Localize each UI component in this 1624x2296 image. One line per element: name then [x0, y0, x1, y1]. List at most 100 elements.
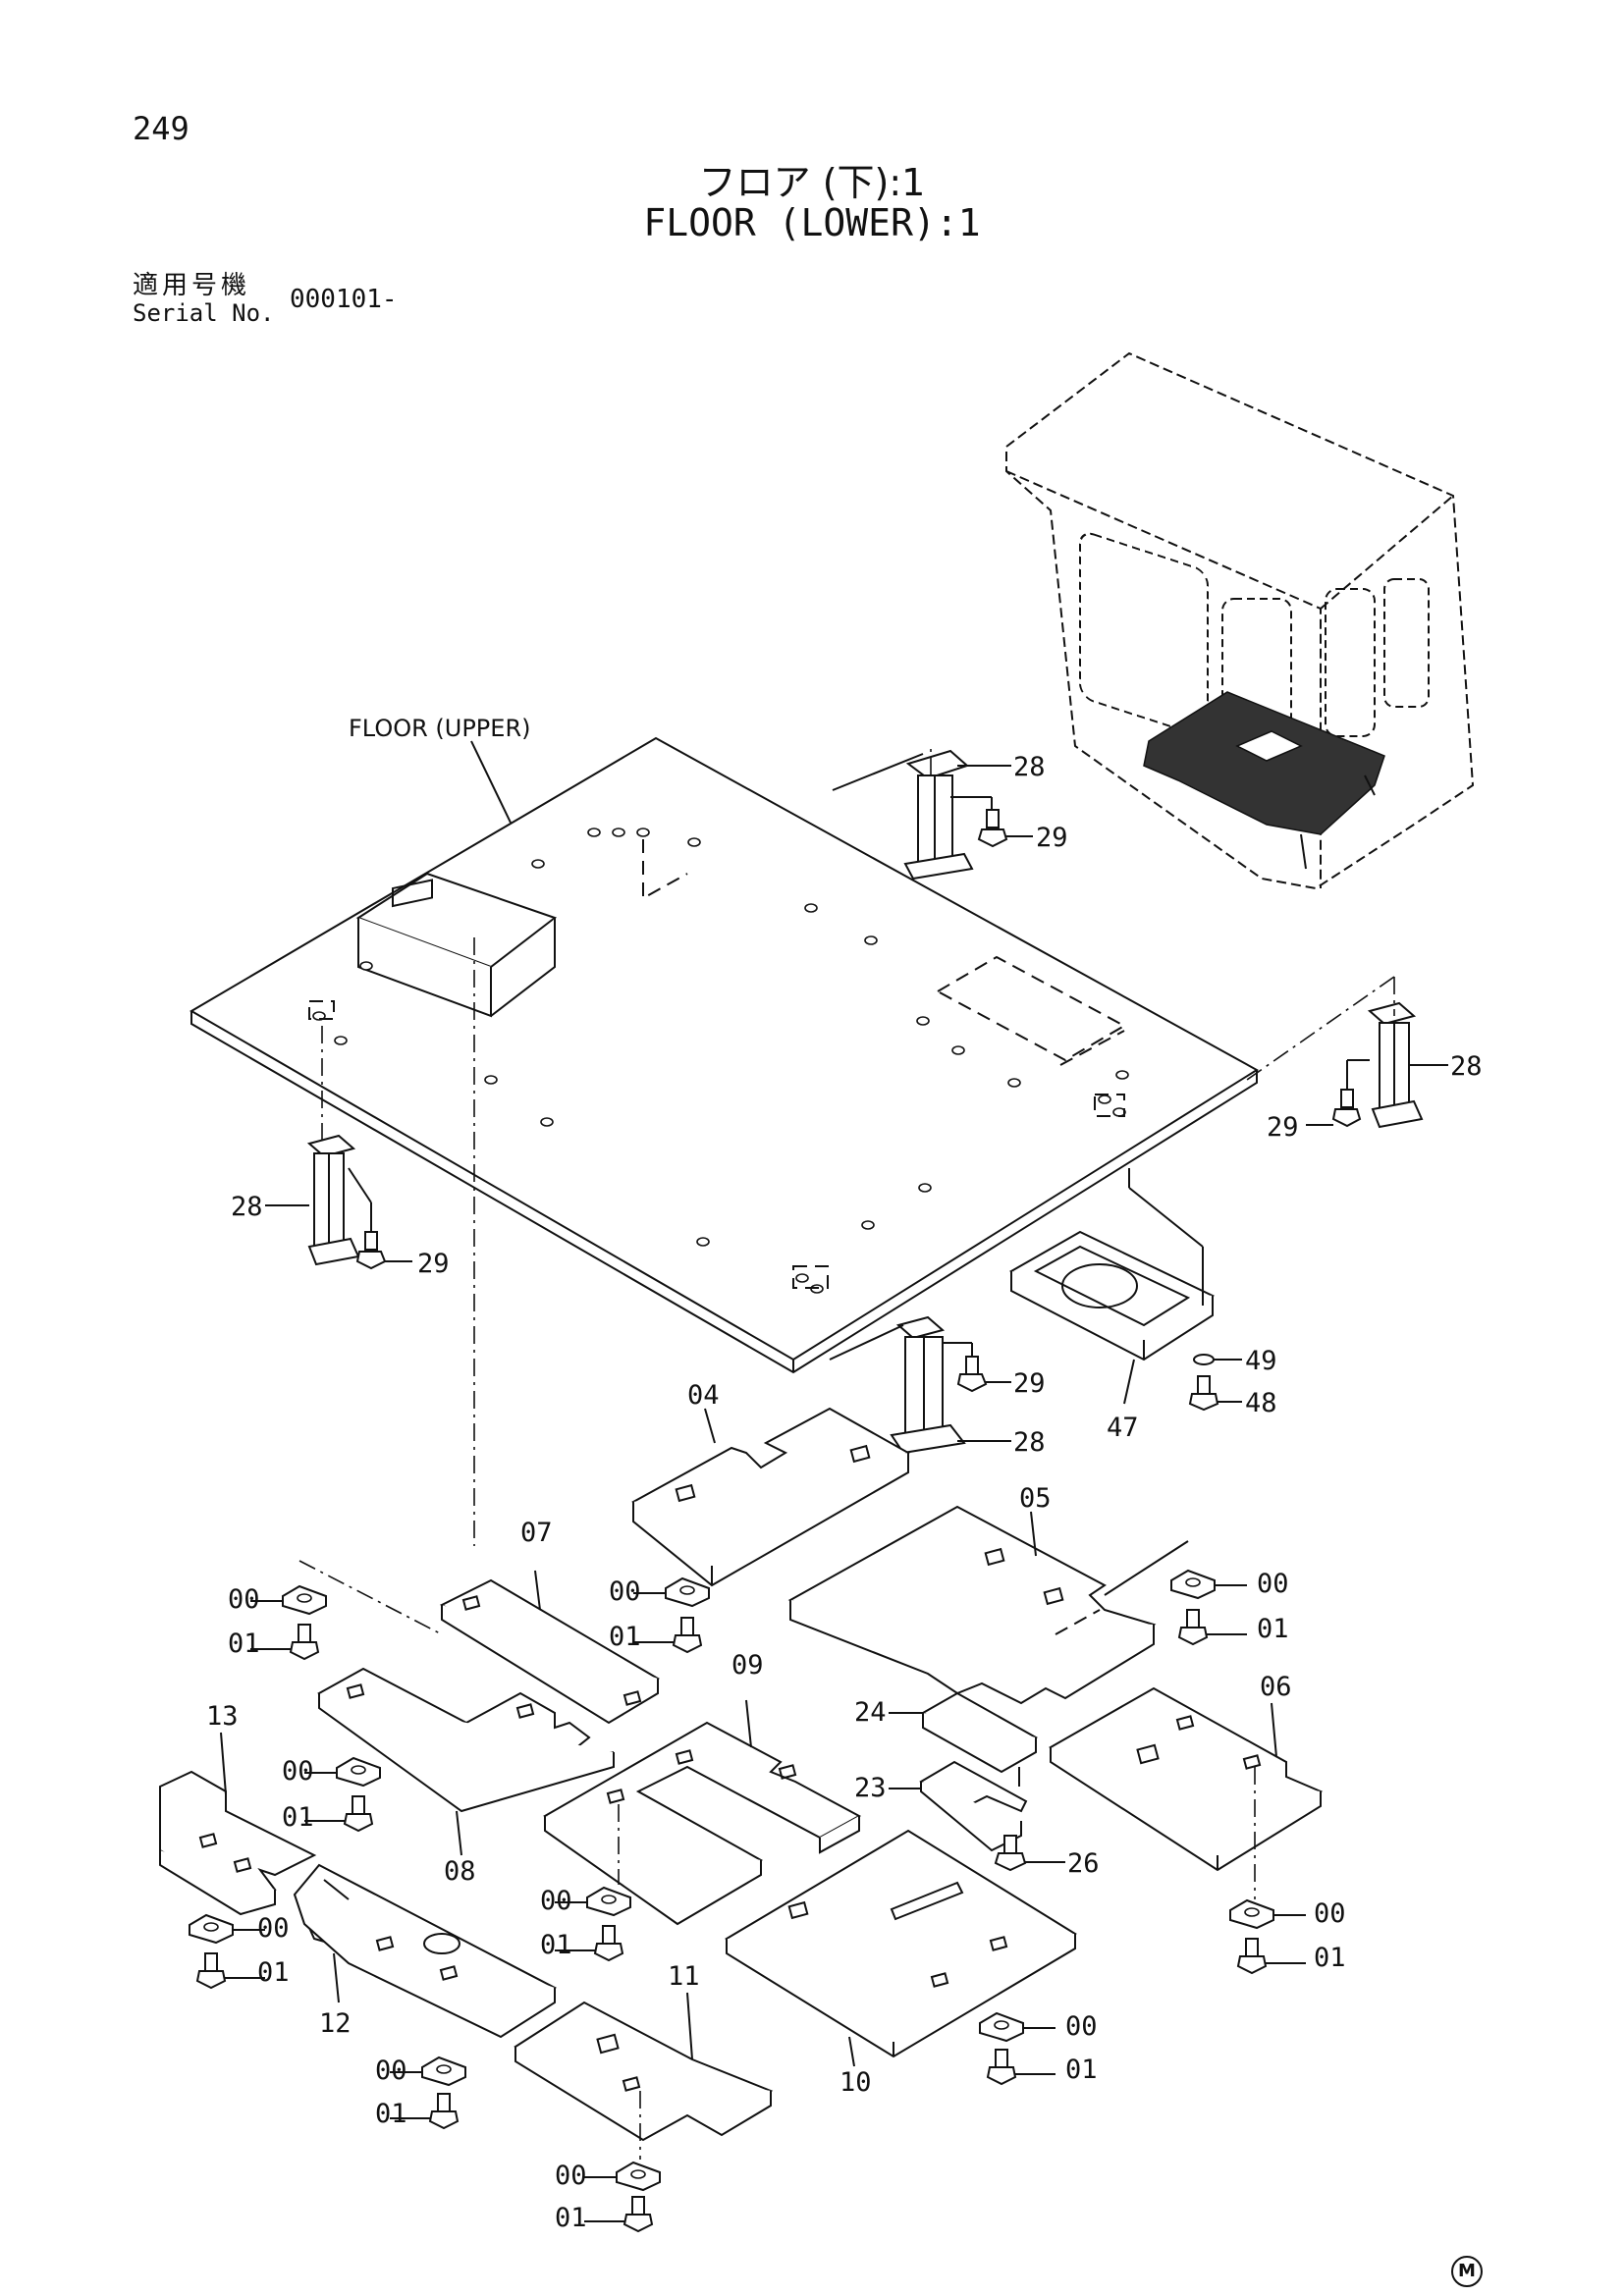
- bolt-01-label: 01: [375, 2099, 407, 2129]
- bolt-01: [352, 1795, 365, 1815]
- part-24-block: [889, 1691, 1039, 1787]
- part-24-label: 24: [854, 1697, 887, 1728]
- bolt-01: [631, 2196, 645, 2216]
- plate-07: [298, 1560, 660, 1725]
- part-48-label: 48: [1245, 1388, 1277, 1418]
- part-09-label: 09: [731, 1650, 764, 1681]
- part-29-label: 29: [1036, 823, 1068, 853]
- spacer-00-label: 00: [1314, 1898, 1346, 1929]
- bolt-01: [1186, 1609, 1200, 1629]
- part-04-label: 04: [687, 1380, 720, 1411]
- bolt-01: [602, 1925, 616, 1945]
- plate-11: [514, 1992, 774, 2160]
- support-post-d: [829, 1315, 1011, 1455]
- title-english: FLOOR (LOWER):1: [643, 201, 981, 244]
- bolt-01-head: [1177, 1627, 1209, 1646]
- part-08-label: 08: [444, 1856, 476, 1887]
- spacer-hole: [994, 2020, 1009, 2030]
- spacer-hole: [297, 1593, 312, 1603]
- plate-05: [787, 1505, 1189, 1705]
- bolt-01-head: [593, 1943, 624, 1962]
- part-13-label: 13: [206, 1701, 239, 1732]
- bolt-01-head: [1236, 1955, 1268, 1975]
- bolt-01-head: [343, 1813, 374, 1833]
- pan-47: [1008, 1168, 1242, 1412]
- spacer-hole: [601, 1895, 617, 1904]
- plate-12: [293, 1863, 557, 2039]
- part-28-label: 28: [1013, 752, 1046, 782]
- spacer-00-label: 00: [609, 1576, 641, 1607]
- bolt-01-head: [672, 1634, 703, 1654]
- bolt-01: [1245, 1938, 1259, 1957]
- serial-label-english: Serial No.: [133, 299, 275, 327]
- plate-06: [1049, 1686, 1324, 1899]
- spacer-hole: [1244, 1907, 1260, 1917]
- part-26-bolt: [994, 1835, 1065, 1872]
- bolt-01-head: [623, 2214, 654, 2233]
- part-28-label: 28: [231, 1192, 263, 1222]
- bolt-01-label: 01: [1314, 1943, 1346, 1973]
- plate-09: [543, 1699, 862, 1926]
- bolt-01-label: 01: [540, 1930, 572, 1960]
- part-28-label: 28: [1450, 1051, 1483, 1082]
- part-28-label: 28: [1013, 1427, 1046, 1458]
- part-29-label: 29: [1267, 1112, 1299, 1143]
- part-12-label: 12: [319, 2008, 352, 2039]
- spacer-hole: [679, 1585, 695, 1595]
- plate-10: [725, 1829, 1077, 2067]
- spacer-hole: [436, 2064, 452, 2074]
- fasteners: [189, 1569, 1306, 2233]
- cab-thumbnail: [1005, 351, 1475, 890]
- spacer-00-label: 00: [1065, 2011, 1098, 2042]
- bolt-01: [437, 2093, 451, 2112]
- part-07-label: 07: [520, 1518, 553, 1548]
- bolt-01-head: [195, 1970, 227, 1990]
- bolt-01-head: [289, 1641, 320, 1661]
- bolt-01-label: 01: [1257, 1614, 1289, 1644]
- part-05-label: 05: [1019, 1483, 1052, 1514]
- part-06-label: 06: [1260, 1672, 1292, 1702]
- spacer-00-label: 00: [540, 1886, 572, 1916]
- serial-label-japanese: 適用号機: [133, 271, 251, 300]
- spacer-00-label: 00: [282, 1756, 314, 1787]
- spacer-00-label: 00: [228, 1584, 260, 1615]
- bolt-01-label: 01: [609, 1622, 641, 1652]
- part-23-bracket: [889, 1760, 1028, 1852]
- spacer-00-label: 00: [1257, 1569, 1289, 1599]
- spacer-00-label: 00: [257, 1913, 290, 1944]
- bolt-01: [995, 2049, 1008, 2068]
- bolt-01-label: 01: [282, 1802, 314, 1833]
- part-47-label: 47: [1107, 1413, 1139, 1443]
- part-29-label: 29: [1013, 1368, 1046, 1399]
- title-japanese: フロア (下):1: [698, 161, 926, 204]
- bolt-01-label: 01: [228, 1629, 260, 1659]
- part-11-label: 11: [668, 1961, 700, 1992]
- spacer-hole: [630, 2169, 646, 2179]
- serial-value: 000101-: [290, 285, 398, 314]
- spacer-hole: [351, 1765, 366, 1775]
- part-49-label: 49: [1245, 1346, 1277, 1376]
- bolt-01-label: 01: [555, 2203, 587, 2233]
- floor-upper-label: FLOOR (UPPER): [349, 715, 530, 742]
- part-29-label: 29: [417, 1249, 450, 1279]
- plate-04: [631, 1407, 911, 1587]
- plate-13: [159, 1732, 317, 1916]
- bolt-01: [204, 1952, 218, 1972]
- bolt-01-label: 01: [257, 1957, 290, 1988]
- bolt-01: [298, 1624, 311, 1643]
- support-post-b: [1246, 976, 1448, 1129]
- floor-upper-plate: FLOOR (UPPER): [189, 715, 1259, 1374]
- bolt-01-head: [986, 2066, 1017, 2086]
- bolt-01: [680, 1617, 694, 1636]
- page-number: 249: [133, 110, 189, 147]
- plate-08: [317, 1667, 615, 1856]
- support-post-a: [832, 746, 1033, 881]
- spacer-hole: [1185, 1577, 1201, 1587]
- support-post-c: [265, 1026, 412, 1270]
- spacer-00-label: 00: [555, 2161, 587, 2191]
- spacer-hole: [203, 1922, 219, 1932]
- bolt-01-label: 01: [1065, 2055, 1098, 2085]
- spacer-00-label: 00: [375, 2056, 407, 2086]
- part-23-label: 23: [854, 1773, 887, 1803]
